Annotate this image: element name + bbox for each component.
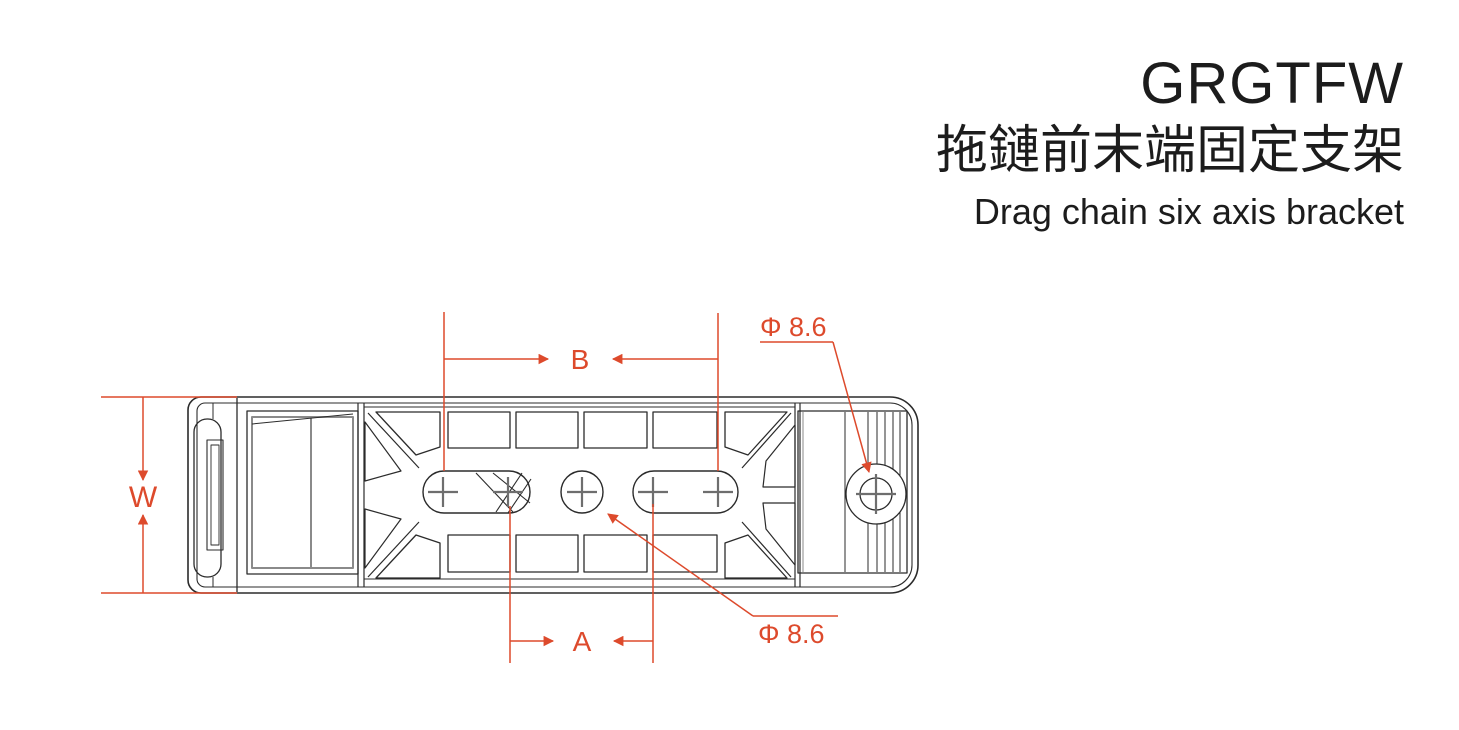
dim-label-b: B [571,344,590,375]
top-cutout-row [375,411,788,456]
dimension-annotations: W B A Φ 8.6 [101,312,872,663]
callout-hole-bottom: Φ 8.6 [607,513,838,649]
bracket-outline [187,396,919,594]
left-brace [364,412,420,578]
dim-label-w: W [129,481,158,514]
center-marks [428,474,896,514]
left-clip [193,398,238,592]
product-name-en: Drag chain six axis bracket [973,191,1404,233]
bottom-cutout-row [375,534,788,579]
product-name-zh: 拖鏈前末端固定支架 [935,121,1404,180]
left-panel [246,410,359,575]
dimension-a: A [509,504,654,663]
right-panel [797,410,908,574]
product-code: GRGTFW [1140,51,1404,116]
dimension-w: W [101,396,237,594]
dim-label-hole-bottom: Φ 8.6 [758,619,825,649]
dimension-b: B [443,312,719,471]
dim-label-a: A [573,626,592,657]
dim-label-hole-top: Φ 8.6 [760,312,827,342]
callout-hole-top: Φ 8.6 [760,312,872,474]
right-brace [741,412,796,578]
mounting-slots [422,470,739,514]
title-block: GRGTFW 拖鏈前末端固定支架 Drag chain six axis bra… [935,51,1404,233]
